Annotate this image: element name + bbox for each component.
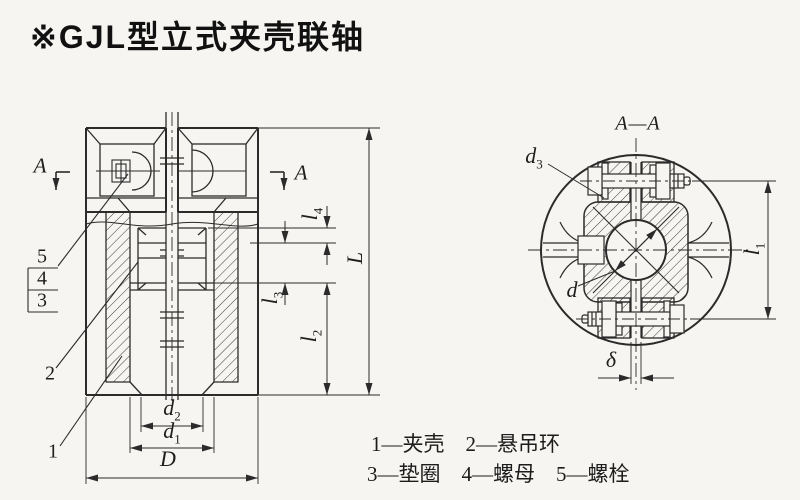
callout-5: 5: [37, 245, 47, 268]
aa-view-title: A—A: [615, 112, 661, 135]
section-cut-arrows: [52, 171, 288, 190]
legend-line-2: 3—垫圈 4—螺母 5—螺栓: [367, 462, 630, 486]
dim-label-L: L: [342, 251, 367, 265]
callout-2: 2: [45, 362, 55, 385]
dim-label-l2: l2: [296, 329, 325, 343]
dim-label-D: D: [160, 446, 176, 471]
legend-line-1: 1—夹壳 2—悬吊环: [371, 432, 560, 456]
dim-label-d1: d1: [163, 418, 181, 447]
dim-label-l4: l4: [297, 207, 326, 221]
suspension-ring-stack: [130, 227, 214, 291]
dim-label-d3: d3: [525, 143, 543, 172]
callout-1: 1: [48, 440, 58, 463]
dim-label-d: d: [566, 277, 578, 302]
callout-leaders: [27, 173, 139, 447]
aa-section-view: [528, 138, 776, 390]
dimension-lines-front: [86, 128, 373, 482]
dim-label-l1: l1: [739, 242, 768, 256]
section-marker-a-right: A: [294, 160, 308, 185]
page-title: ※GJL型立式夹壳联轴: [30, 19, 366, 55]
section-marker-a-left: A: [33, 153, 47, 178]
callout-3: 3: [37, 289, 47, 312]
dim-label-l3: l3: [257, 291, 286, 305]
dim-label-delta: δ: [605, 347, 617, 372]
top-bolt: [587, 162, 691, 200]
dim-label-d2: d2: [163, 395, 181, 424]
front-section-view: [27, 112, 380, 484]
callout-4: 4: [37, 267, 47, 290]
